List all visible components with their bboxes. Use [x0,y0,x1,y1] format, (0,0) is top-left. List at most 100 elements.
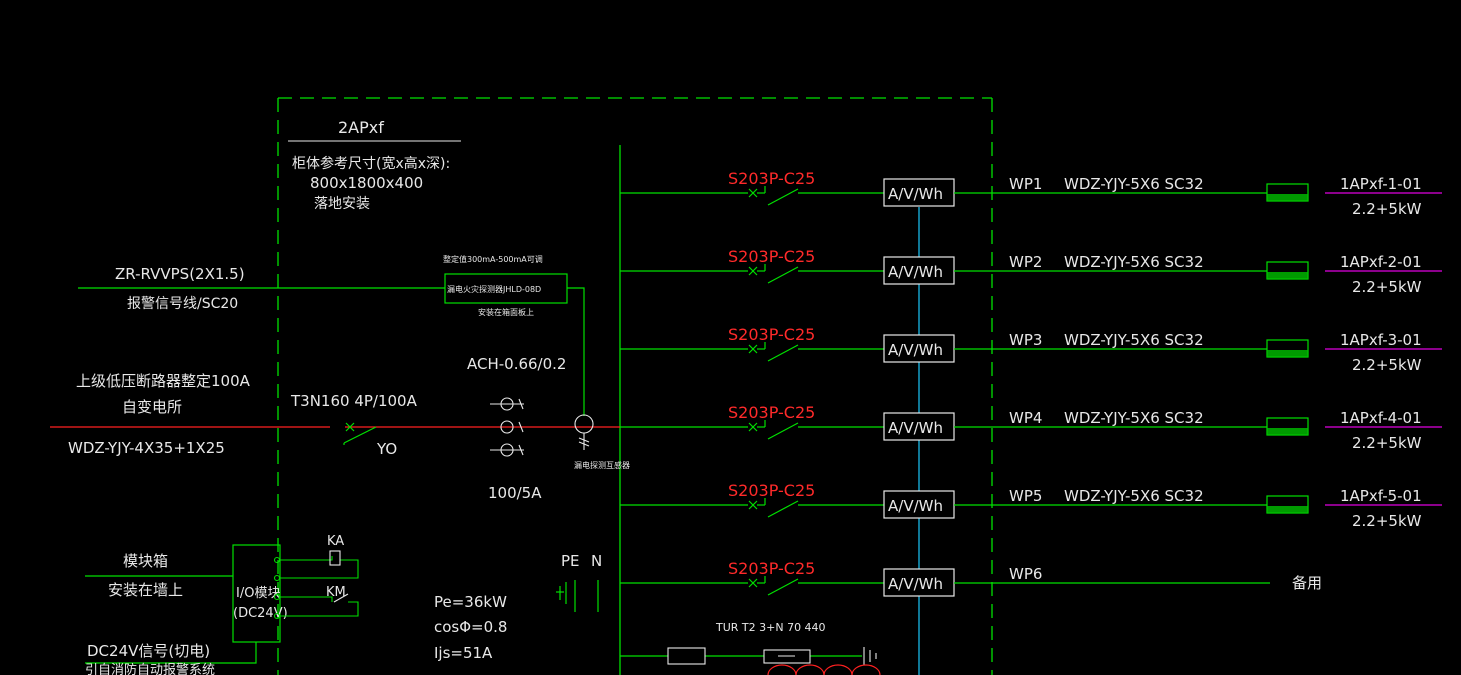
load-power: 2.2+5kW [1352,356,1422,374]
breaker-blade [767,422,799,440]
circuit-label: WP1 [1009,175,1042,193]
breaker-label: S203P-C25 [728,481,815,500]
leakage-sensor-note: 漏电探测互感器 [574,460,630,470]
fire-signal-line2: 引自消防自动报警系统 [85,662,215,675]
load-name: 1APxf-2-01 [1340,253,1422,271]
meter-model: ACH-0.66/0.2 [467,355,566,373]
terminal-hatch [1267,272,1308,279]
module-box-label: 模块箱 [123,552,168,570]
breaker-x-b [748,188,758,198]
breaker-label: S203P-C25 [728,169,815,188]
calc-ijs: Ijs=51A [434,644,493,662]
spare-label: 备用 [1292,574,1322,592]
panel-boundary [277,97,993,675]
incoming-upstream: 上级低压断路器整定100A [76,372,251,390]
breaker-x-b [748,344,758,354]
meter-label: A/V/Wh [888,497,943,515]
relay-km-label: KM [326,585,346,600]
leakage-sensor [574,414,594,450]
circuit-label: WP4 [1009,409,1042,427]
calc-pe: Pe=36kW [434,593,507,611]
meter-label: A/V/Wh [888,341,943,359]
relay-km-contact [333,593,349,603]
load-name: 1APxf-4-01 [1340,409,1422,427]
breaker-x-b [748,266,758,276]
breaker-blade [767,266,799,284]
circuit-label: WP6 [1009,565,1042,583]
breaker-label: S203P-C25 [728,559,815,578]
meter-label: A/V/Wh [888,185,943,203]
circuit-label: WP5 [1009,487,1042,505]
relay-ka-coil [329,550,341,566]
terminal-hatch [1267,428,1308,435]
incoming-source: 自变电所 [122,398,182,416]
relay-ka-label: KA [327,534,344,549]
cable-label: WDZ-YJY-5X6 SC32 [1064,253,1204,271]
pe-label: PE [561,552,580,570]
breaker-blade [767,344,799,362]
meter-label: A/V/Wh [888,263,943,281]
terminal-hatch [1267,194,1308,201]
leakage-sensor-wire [567,287,585,416]
load-power: 2.2+5kW [1352,512,1422,530]
incoming-cable: WDZ-YJY-4X35+1X25 [68,439,225,457]
load-name: 1APxf-1-01 [1340,175,1422,193]
meter-box [883,256,955,285]
n-label: N [591,552,602,570]
shunt-trip: YO [376,440,397,458]
ct-symbols [490,397,524,457]
panel-mounting: 落地安装 [314,196,370,212]
load-power: 2.2+5kW [1352,200,1422,218]
signal-desc: 报警信号线/SC20 [127,296,238,312]
circuit-label: WP3 [1009,331,1042,349]
fire-signal-line1: DC24V信号(切电) [87,642,210,660]
terminal-hatch [1267,506,1308,513]
cable-label: WDZ-YJY-5X6 SC32 [1064,175,1204,193]
cable-label: WDZ-YJY-5X6 SC32 [1064,409,1204,427]
fire-signal-wire [85,642,257,664]
module-box-mounting: 安装在墙上 [108,581,183,599]
io-module-voltage: (DC24V) [233,606,288,621]
surge-fuse [667,647,706,665]
panel-size-value: 800x1800x400 [310,174,423,192]
earth-symbols [556,580,599,612]
breaker-x-b [748,500,758,510]
breaker-blade [767,188,799,206]
signal-cable: ZR-RVVPS(2X1.5) [115,265,245,283]
meter-box [883,178,955,207]
surge-label: TUR T2 3+N 70 440 [715,621,826,634]
circuit-label: WP2 [1009,253,1042,271]
leakage-top-note: 整定值300mA-500mA可调 [443,254,543,264]
breaker-blade [767,578,799,596]
terminal-hatch [1267,350,1308,357]
incoming-breaker: T3N160 4P/100A [290,392,418,410]
panel-name: 2APxf [338,118,384,137]
meter-box [883,334,955,363]
breaker-label: S203P-C25 [728,325,815,344]
cable-label: WDZ-YJY-5X6 SC32 [1064,487,1204,505]
breaker-blade [767,500,799,518]
load-name: 1APxf-5-01 [1340,487,1422,505]
main-breaker-symbol [330,422,377,445]
io-module-label: I/O模块 [236,586,280,601]
surge-coil [767,664,881,675]
meter-label: A/V/Wh [888,419,943,437]
ct-ratio: 100/5A [488,484,542,502]
breaker-label: S203P-C25 [728,247,815,266]
leakage-detector-label: 漏电火灾探测器JHLD-08D [447,284,541,294]
io-terminals [273,556,359,620]
panel-size-note: 柜体参考尺寸(宽x高x深): [292,155,450,172]
meter-box [883,490,955,519]
calc-cos: cosΦ=0.8 [434,618,507,636]
leakage-bottom-note: 安装在箱面板上 [478,307,534,317]
breaker-label: S203P-C25 [728,403,815,422]
breaker-x-b [748,422,758,432]
